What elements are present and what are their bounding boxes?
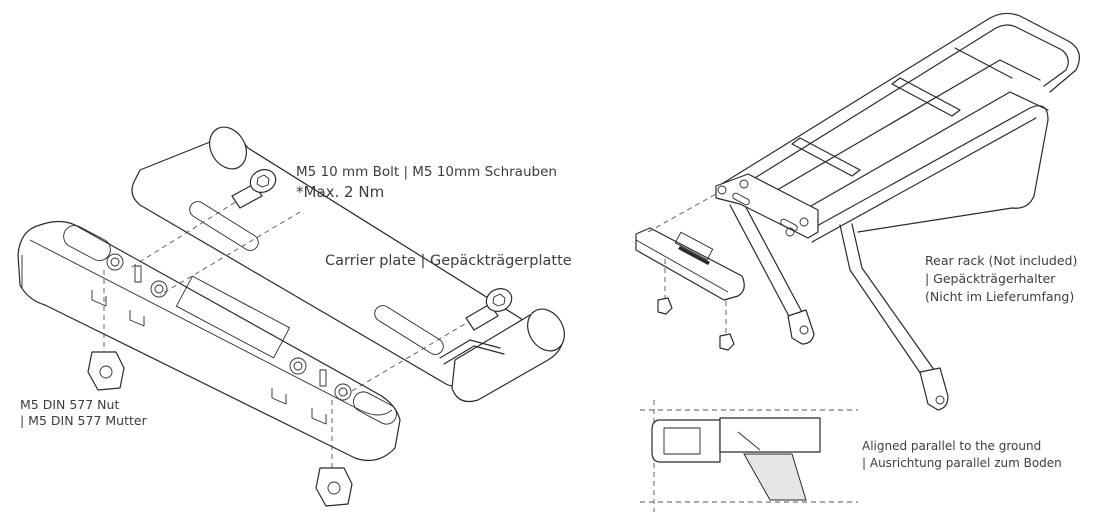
nut-icon [315,467,353,507]
alignment-label: Aligned parallel to the ground | Ausrich… [862,438,1062,472]
bolt-label-line1: M5 10 mm Bolt | M5 10mm Schrauben [296,164,557,180]
assembly-guide-lines [103,187,481,468]
rear-rack-drawing [715,12,1080,411]
nut-icon [657,297,735,351]
alignment-label-line2: | Ausrichtung parallel zum Boden [862,455,1062,470]
rear-rack-label-line3: (Nicht im Lieferumfang) [925,288,1075,304]
carrier-plate-label: Carrier plate | Gepäckträgerplatte [325,253,572,269]
alignment-label-line1: Aligned parallel to the ground [862,439,1042,453]
battery-mount-drawing [17,220,401,461]
nut-label-line2: | M5 DIN 577 Mutter [20,412,147,428]
rear-rack-label-line2: | Gepäckträgerhalter [925,270,1056,286]
battery-mount-drawing [635,193,745,342]
bolt-icon [231,169,277,209]
rear-rack-label: Rear rack (Not included) | Gepäckträgerh… [925,252,1077,305]
torque-label: *Max. 2 Nm [296,182,385,201]
nut-icon [87,351,125,391]
bolt-icon [465,288,513,331]
carrier-plate-drawing [131,126,565,403]
rear-rack-label-line1: Rear rack (Not included) [925,253,1078,268]
bolt-label: M5 10 mm Bolt | M5 10mm Schrauben *Max. … [296,164,557,202]
nut-label: M5 DIN 577 Nut | M5 DIN 577 Mutter [20,397,147,428]
alignment-detail-drawing [640,400,858,512]
nut-label-line1: M5 DIN 577 Nut [20,397,120,412]
